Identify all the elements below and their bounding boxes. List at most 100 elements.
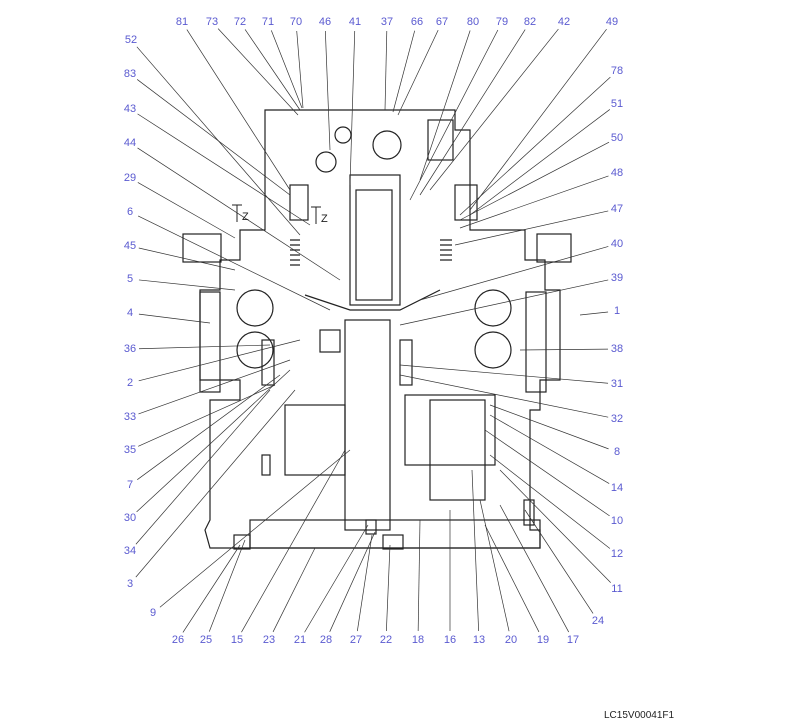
leader-line <box>499 504 570 633</box>
leader-line <box>419 29 526 196</box>
callout-67: 67 <box>435 16 449 28</box>
leader-line <box>241 449 346 633</box>
leader-line <box>137 147 341 281</box>
callout-51: 51 <box>610 98 624 110</box>
callout-28: 28 <box>319 634 333 646</box>
leader-line <box>519 348 609 351</box>
callout-20: 20 <box>504 634 518 646</box>
leader-line <box>399 374 609 418</box>
callout-35: 35 <box>123 444 137 456</box>
callout-42: 42 <box>557 16 571 28</box>
callout-81: 81 <box>175 16 189 28</box>
leader-line <box>182 544 241 633</box>
leader-line <box>138 339 301 382</box>
callout-45: 45 <box>123 240 137 252</box>
callout-44: 44 <box>123 137 137 149</box>
callout-7: 7 <box>126 479 134 491</box>
leader-line <box>357 534 373 632</box>
callout-43: 43 <box>123 103 137 115</box>
leader-line <box>399 364 609 384</box>
leader-line <box>419 246 609 301</box>
leader-line <box>137 374 281 480</box>
leader-line <box>135 389 271 545</box>
leader-line <box>419 30 471 181</box>
callout-36: 36 <box>123 343 137 355</box>
leader-line <box>524 509 594 614</box>
section-marks <box>232 204 321 224</box>
callout-39: 39 <box>610 272 624 284</box>
callout-30: 30 <box>123 512 137 524</box>
callout-9: 9 <box>149 607 157 619</box>
section-mark-z-right: Z <box>321 213 328 225</box>
callout-2: 2 <box>126 377 134 389</box>
leader-line <box>469 109 611 216</box>
leader-line <box>454 210 609 246</box>
leader-line <box>384 30 388 111</box>
leader-line <box>137 215 331 311</box>
leader-line <box>272 547 316 633</box>
leader-line <box>349 30 356 186</box>
leader-line <box>138 313 211 324</box>
callout-46: 46 <box>318 16 332 28</box>
callout-83: 83 <box>123 68 137 80</box>
callout-27: 27 <box>349 634 363 646</box>
leader-line <box>399 279 609 326</box>
callout-4: 4 <box>126 307 134 319</box>
callout-26: 26 <box>171 634 185 646</box>
callout-11: 11 <box>611 583 623 595</box>
callout-82: 82 <box>523 16 537 28</box>
drawing-code: LC15V00041F1 <box>604 710 675 721</box>
leader-line <box>296 30 304 109</box>
leader-line <box>479 499 510 632</box>
leader-line <box>471 469 479 632</box>
leader-lines <box>135 28 611 633</box>
leader-line <box>186 29 291 191</box>
callout-72: 72 <box>233 16 247 28</box>
leader-line <box>138 279 236 291</box>
callout-16: 16 <box>443 634 457 646</box>
callout-23: 23 <box>262 634 276 646</box>
callout-80: 80 <box>466 16 480 28</box>
leader-line <box>137 113 311 226</box>
callout-14: 14 <box>610 482 624 494</box>
callout-31: 31 <box>610 378 624 390</box>
callout-15: 15 <box>230 634 244 646</box>
callout-17: 17 <box>566 634 580 646</box>
callout-40: 40 <box>610 238 624 250</box>
leader-line <box>417 519 421 632</box>
leader-line <box>138 344 271 350</box>
callout-25: 25 <box>199 634 213 646</box>
leader-line <box>270 30 303 109</box>
callout-6: 6 <box>126 206 134 218</box>
callout-78: 78 <box>610 65 624 77</box>
callout-12: 12 <box>610 548 624 560</box>
leader-line <box>135 389 296 578</box>
leader-line <box>386 544 391 632</box>
callout-8: 8 <box>613 446 621 458</box>
leader-line <box>489 414 610 484</box>
leader-line <box>159 449 351 608</box>
leader-line <box>329 531 376 632</box>
callout-22: 22 <box>379 634 393 646</box>
callout-66: 66 <box>410 16 424 28</box>
callout-33: 33 <box>123 411 137 423</box>
callout-10: 10 <box>610 515 624 527</box>
callout-37: 37 <box>380 16 394 28</box>
callout-13: 13 <box>472 634 486 646</box>
leader-line <box>304 524 369 633</box>
leader-line <box>484 429 610 517</box>
leader-line <box>136 79 291 196</box>
callout-21: 21 <box>293 634 307 646</box>
leader-line <box>138 247 236 271</box>
leader-line <box>579 311 609 316</box>
leader-line <box>484 524 540 633</box>
leader-line <box>499 469 611 583</box>
leader-line <box>137 182 236 239</box>
leader-line <box>138 359 291 415</box>
callout-29: 29 <box>123 172 137 184</box>
callout-5: 5 <box>126 273 134 285</box>
callout-52: 52 <box>124 34 138 46</box>
callout-1: 1 <box>613 305 621 317</box>
leader-line <box>459 76 611 216</box>
